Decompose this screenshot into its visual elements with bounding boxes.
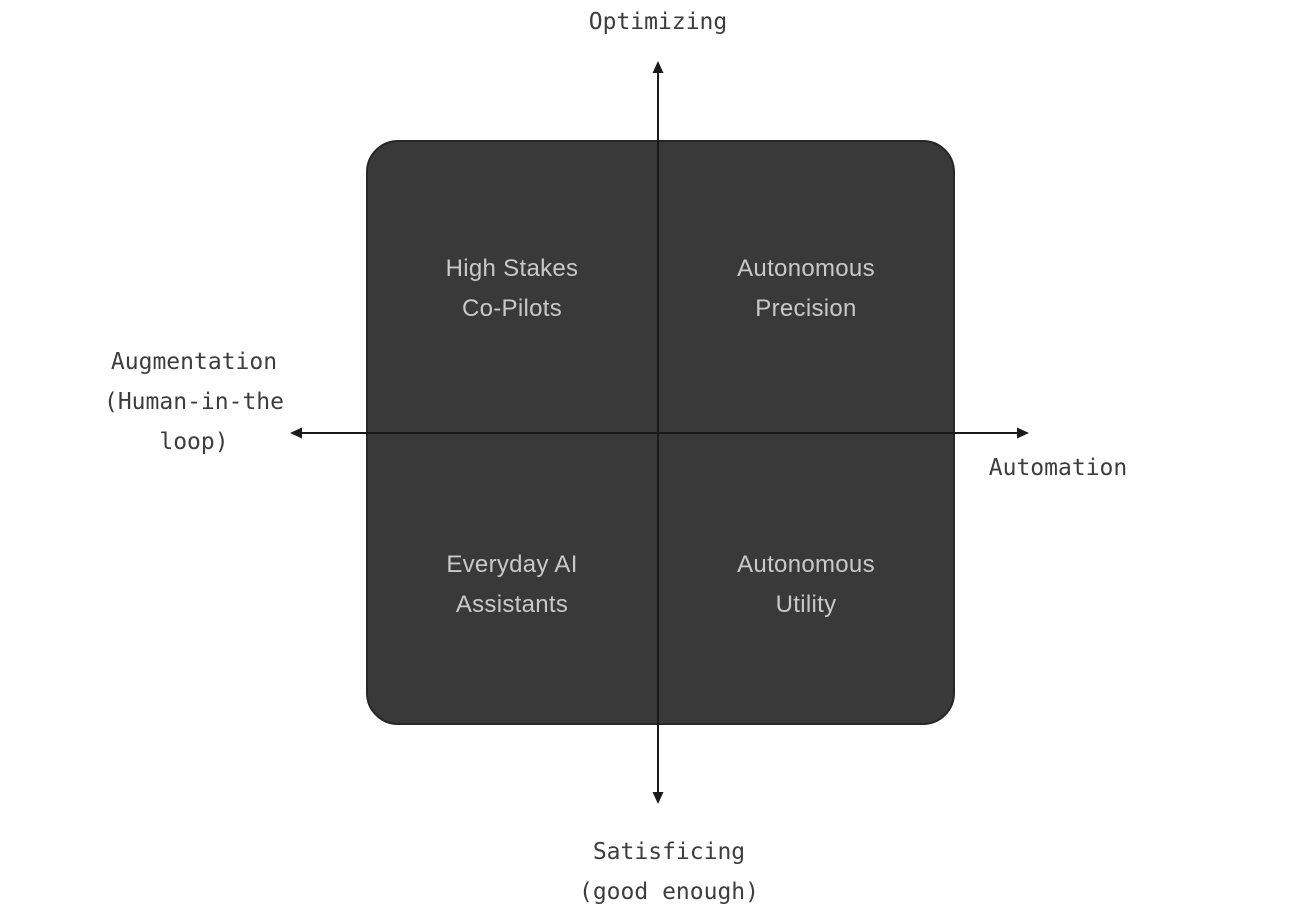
quadrant-bottom-right-label: Autonomous Utility <box>737 551 875 618</box>
arrow-down-icon <box>652 792 664 804</box>
y-axis-bottom-label: Satisficing (good enough) <box>578 839 760 905</box>
quadrant-bottom-left-label: Everyday AI Assistants <box>446 551 578 618</box>
arrow-right-icon <box>1017 427 1029 439</box>
quadrant-matrix <box>366 140 955 725</box>
quadrant-top-right-label: Autonomous Precision <box>737 255 875 322</box>
x-axis-left-label: Augmentation (Human-in-the loop) <box>103 349 285 455</box>
quadrant-top-left-label: High Stakes Co-Pilots <box>445 255 579 322</box>
x-axis-right-label: Automation <box>988 455 1128 481</box>
y-axis-top-label: Optimizing <box>588 9 728 35</box>
arrow-left-icon <box>290 427 302 439</box>
arrow-up-icon <box>652 61 664 73</box>
